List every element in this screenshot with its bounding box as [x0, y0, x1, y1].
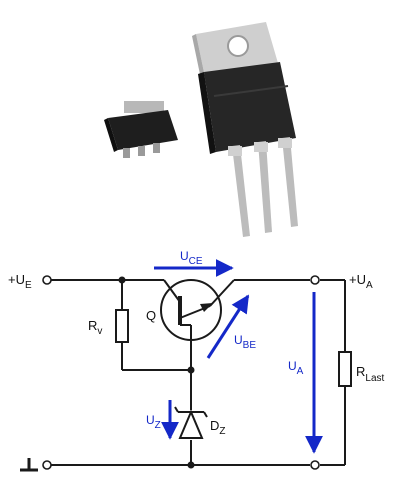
- uce-label: UCE: [180, 249, 203, 267]
- load-resistor-label: RLast: [356, 364, 385, 384]
- regulator-photo: [104, 22, 298, 237]
- ua-label: UA: [288, 359, 304, 377]
- ube-arrow: [206, 294, 250, 359]
- transistor-label: Q: [146, 308, 156, 323]
- terminal-circle-icon: [42, 275, 320, 470]
- zener-diode-icon: [174, 406, 208, 439]
- zener-label: DZ: [210, 418, 226, 437]
- ground-icon: [20, 458, 38, 472]
- to220-package: [192, 22, 298, 237]
- input-voltage-label: +UE: [8, 272, 32, 291]
- ube-label: UBE: [234, 333, 256, 351]
- junctions: [118, 276, 195, 469]
- voltage-arrows: [154, 259, 323, 454]
- rv-label: Rv: [88, 318, 102, 337]
- series-resistor-icon: [115, 309, 129, 343]
- sot223-package: [104, 101, 178, 158]
- npn-transistor-icon: [160, 279, 235, 341]
- output-voltage-label: +UA: [349, 272, 373, 291]
- wires: [51, 279, 346, 466]
- uz-label: UZ: [146, 413, 161, 431]
- load-resistor-icon: [338, 351, 352, 387]
